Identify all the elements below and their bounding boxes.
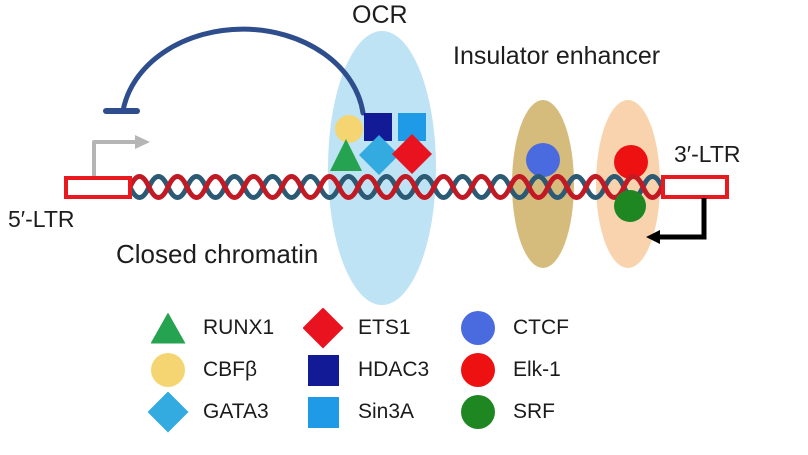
ets1-diamond-icon bbox=[302, 307, 344, 349]
legend-item-ctcf: CTCF bbox=[456, 307, 569, 349]
ocr-label: OCR bbox=[352, 1, 408, 29]
icon-box bbox=[146, 349, 190, 391]
feedback-arrowhead-icon bbox=[646, 230, 660, 244]
legend-item-elk1: Elk-1 bbox=[456, 349, 569, 391]
icon-box bbox=[456, 391, 500, 433]
icon-box bbox=[301, 307, 345, 349]
closed-chromatin-label: Closed chromatin bbox=[116, 239, 319, 269]
legend-label-ets1: ETS1 bbox=[358, 316, 411, 339]
legend-item-srf: SRF bbox=[456, 391, 569, 433]
legend-column-3: CTCF Elk-1 SRF bbox=[456, 307, 569, 433]
legend-label-cbfb: CBFβ bbox=[203, 358, 258, 381]
ctcf-circle bbox=[526, 143, 560, 177]
icon-box bbox=[301, 391, 345, 433]
ctcf-circle-icon bbox=[461, 311, 495, 345]
srf-circle-icon bbox=[461, 395, 495, 429]
ltr5-box bbox=[64, 176, 132, 199]
legend-label-ctcf: CTCF bbox=[513, 316, 569, 339]
icon-box bbox=[456, 307, 500, 349]
legend-label-hdac3: HDAC3 bbox=[358, 358, 430, 381]
hdac3-square-icon bbox=[307, 354, 339, 386]
legend-item-cbfb: CBFβ bbox=[146, 349, 274, 391]
cbfb-circle bbox=[335, 115, 363, 143]
inhibition-arc bbox=[120, 26, 366, 116]
ltr5-label: 5′-LTR bbox=[8, 206, 75, 232]
ets1-diamond bbox=[392, 134, 432, 174]
legend-item-sin3a: Sin3A bbox=[301, 391, 429, 433]
legend-label-sin3a: Sin3A bbox=[358, 400, 415, 423]
insulator-enhancer-label: Insulator enhancer bbox=[453, 42, 661, 70]
gata3-diamond-icon bbox=[147, 391, 189, 433]
icon-box bbox=[456, 349, 500, 391]
legend-item-ets1: ETS1 bbox=[301, 307, 429, 349]
legend-item-runx1: RUNX1 bbox=[146, 307, 274, 349]
transcription-start-arrowhead-icon bbox=[135, 135, 150, 149]
runx1-triangle-icon bbox=[150, 312, 186, 344]
feedback-arrow bbox=[659, 198, 707, 240]
icon-box bbox=[146, 391, 190, 433]
runx1-triangle bbox=[330, 139, 362, 171]
legend-label-elk1: Elk-1 bbox=[513, 358, 561, 381]
dna-strand-red bbox=[127, 174, 665, 200]
ltr3-box bbox=[661, 175, 729, 199]
gata3-diamond bbox=[359, 135, 399, 175]
icon-box bbox=[301, 349, 345, 391]
legend-item-gata3: GATA3 bbox=[146, 391, 274, 433]
legend-label-gata3: GATA3 bbox=[203, 400, 269, 423]
elk1-circle bbox=[614, 145, 648, 179]
legend-item-hdac3: HDAC3 bbox=[301, 349, 429, 391]
legend-label-srf: SRF bbox=[513, 400, 555, 423]
elk1-circle-icon bbox=[461, 353, 495, 387]
srf-circle bbox=[614, 190, 646, 222]
transcription-start-arrow bbox=[92, 140, 136, 178]
cbfb-circle-icon bbox=[151, 353, 185, 387]
sin3a-square-icon bbox=[307, 396, 339, 428]
icon-box bbox=[146, 307, 190, 349]
ltr3-label: 3′-LTR bbox=[674, 141, 741, 167]
insulator-region bbox=[512, 100, 574, 268]
legend-column-2: ETS1 HDAC3 Sin3A bbox=[301, 307, 429, 433]
legend-column-1: RUNX1 CBFβ GATA3 bbox=[146, 307, 274, 433]
legend-label-runx1: RUNX1 bbox=[203, 316, 275, 339]
